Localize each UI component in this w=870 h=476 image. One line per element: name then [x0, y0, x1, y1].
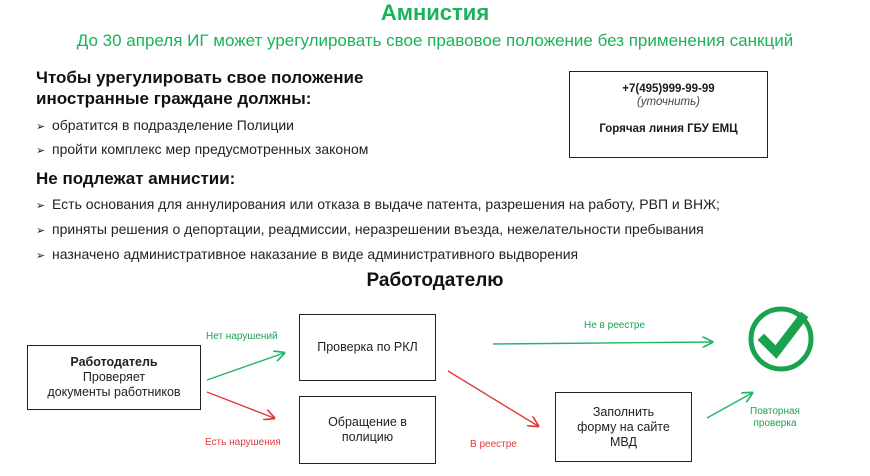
employer-line2: Проверяет: [82, 370, 146, 384]
hotline-label: Горячая линия ГБУ ЕМЦ: [599, 123, 738, 135]
requirements-heading-line1: Чтобы урегулировать свое положение: [36, 68, 364, 87]
label-not-in-registry: Не в реестре: [584, 320, 646, 331]
arrowhead-bullet-icon: ➢: [36, 200, 46, 212]
employer-title: Работодатель: [70, 355, 158, 369]
arrow-rkl-to-done: [492, 342, 712, 344]
form-line2: форму на сайте: [577, 419, 670, 434]
section-title: Работодателю: [366, 270, 504, 291]
arrowhead-bullet-icon: ➢: [36, 145, 46, 157]
exclusions-heading: Не подлежат амнистии:: [36, 169, 236, 188]
employer-line3: документы работников: [47, 385, 181, 399]
list-item: ➢ пройти комплекс мер предусмотренных зак…: [36, 141, 368, 157]
check-rkl-text: Проверка по РКЛ: [317, 340, 418, 354]
form-line1: Заполнить: [592, 404, 655, 419]
label-no-violations: Нет нарушений: [206, 331, 278, 342]
requirements-heading: Чтобы урегулировать свое положение иност…: [36, 67, 363, 109]
label-recheck-line2: проверка: [753, 418, 797, 429]
requirements-heading-line2: иностранные граждане должны:: [36, 89, 312, 108]
list-item: ➢ назначено административное наказание в …: [36, 246, 578, 262]
label-violations: Есть нарушения: [205, 437, 281, 448]
form-line3: МВД: [610, 434, 637, 449]
label-recheck-line1: Повторная: [750, 406, 800, 417]
arrow-rkl-to-form: [447, 370, 538, 426]
checkmark-circle-icon: [748, 306, 814, 372]
arrow-employer-to-police: [206, 391, 274, 418]
page-title: Амнистия: [380, 0, 490, 25]
arrowhead-bullet-icon: ➢: [36, 250, 46, 262]
arrow-form-to-check: [706, 393, 752, 419]
list-item: ➢ Есть основания для аннулирования или от…: [36, 196, 720, 212]
check-rkl-box: Проверка по РКЛ: [299, 314, 436, 381]
label-in-registry: В реестре: [470, 439, 517, 450]
list-item: ➢ приняты решения о депортации, реадмисси…: [36, 221, 704, 237]
page-subtitle: До 30 апреля ИГ может урегулировать свое…: [76, 31, 794, 50]
list-item-text: пройти комплекс мер предусмотренных зако…: [52, 141, 369, 157]
list-item-text: назначено административное наказание в в…: [52, 246, 579, 262]
list-item-text: Есть основания для аннулирования или отк…: [52, 196, 720, 212]
arrowhead-bullet-icon: ➢: [36, 121, 46, 133]
police-line1: Обращение в: [328, 415, 407, 429]
hotline-note: (уточнить): [636, 96, 701, 108]
hotline-box: +7(495)999-99-99 (уточнить) Горячая лини…: [569, 71, 768, 158]
employer-box: Работодатель Проверяет документы работни…: [27, 345, 201, 410]
arrowhead-bullet-icon: ➢: [36, 225, 46, 237]
list-item: ➢ обратится в подразделение Полиции: [36, 117, 294, 133]
list-item-text: приняты решения о депортации, реадмиссии…: [52, 221, 704, 237]
police-line2: полицию: [341, 430, 394, 444]
police-box: Обращение в полицию: [299, 396, 436, 464]
arrow-employer-to-rkl: [206, 353, 284, 381]
form-box: Заполнить форму на сайте МВД: [555, 392, 692, 462]
list-item-text: обратится в подразделение Полиции: [52, 117, 294, 133]
hotline-phone: +7(495)999-99-99: [622, 83, 715, 95]
label-recheck: Повторная проверка: [735, 406, 815, 430]
